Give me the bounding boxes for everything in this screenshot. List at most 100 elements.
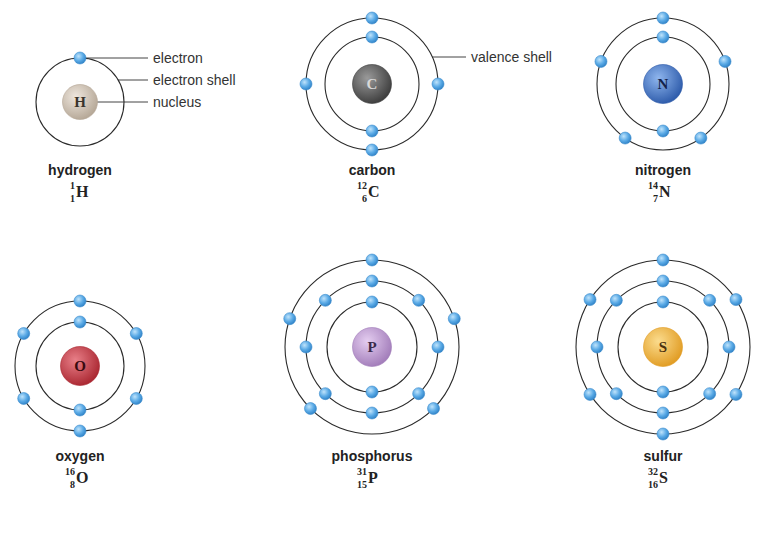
electron <box>591 341 603 353</box>
electron <box>366 386 378 398</box>
callout-label: electron <box>153 51 203 65</box>
electron <box>657 275 669 287</box>
element-symbol: C <box>352 64 392 104</box>
electron <box>695 132 707 144</box>
element-symbol: P <box>352 327 392 367</box>
electron-shell <box>597 281 729 413</box>
nucleus: N <box>643 64 683 104</box>
electron <box>366 144 378 156</box>
nucleus-circle <box>644 328 683 367</box>
nucleus-circle <box>353 328 392 367</box>
electron <box>704 294 716 306</box>
leader-line <box>96 102 148 103</box>
mass-number: 16 <box>65 467 75 477</box>
atom: Ccarbon <box>306 18 438 150</box>
isotope-symbol: P <box>368 470 378 486</box>
electron <box>704 388 716 400</box>
electron-shell <box>576 260 750 434</box>
mass-number: 12 <box>357 181 367 191</box>
element-name: oxygen <box>55 449 104 463</box>
electron <box>619 132 631 144</box>
electron <box>284 313 296 325</box>
electron-shell <box>306 281 438 413</box>
nucleus-circle <box>63 85 98 120</box>
nucleus: P <box>352 327 392 367</box>
electron <box>366 296 378 308</box>
callout-label: nucleus <box>153 95 201 109</box>
electron-shell <box>36 322 124 410</box>
electron <box>657 428 669 440</box>
electron <box>428 403 440 415</box>
atom: Nnitrogen <box>597 18 729 150</box>
callout-label: valence shell <box>471 50 552 64</box>
mass-number: 31 <box>357 467 367 477</box>
electron <box>657 125 669 137</box>
electron <box>657 12 669 24</box>
electron <box>300 341 312 353</box>
atomic-number: 15 <box>357 480 367 490</box>
electron <box>413 388 425 400</box>
element-name: phosphorus <box>332 449 413 463</box>
electron <box>366 407 378 419</box>
electron <box>657 254 669 266</box>
electron <box>610 294 622 306</box>
electron <box>366 12 378 24</box>
electron <box>730 294 742 306</box>
isotope-symbol: C <box>368 184 380 200</box>
electron <box>657 386 669 398</box>
isotope-symbol: S <box>659 470 668 486</box>
electron <box>366 125 378 137</box>
electron <box>719 55 731 67</box>
electron <box>432 78 444 90</box>
electron <box>319 388 331 400</box>
atomic-number: 16 <box>648 480 658 490</box>
electron <box>18 393 30 405</box>
electron-shell <box>36 58 124 146</box>
nucleus: O <box>60 346 100 386</box>
element-symbol: O <box>60 346 100 386</box>
electron <box>304 403 316 415</box>
atomic-number: 1 <box>70 194 75 204</box>
leader-line <box>118 80 148 81</box>
mass-number: 32 <box>648 467 658 477</box>
leader-line <box>84 58 148 59</box>
leader-line <box>432 57 466 58</box>
isotope-symbol: O <box>76 470 88 486</box>
electron-shell <box>597 18 729 150</box>
atom: Hhydrogen <box>36 58 124 146</box>
nucleus-circle <box>644 65 683 104</box>
mass-number: 14 <box>648 181 658 191</box>
electron <box>300 78 312 90</box>
nucleus-circle <box>353 65 392 104</box>
electron <box>74 425 86 437</box>
electron <box>432 341 444 353</box>
mass-number: 1 <box>70 181 75 191</box>
electron <box>74 295 86 307</box>
electron-shell <box>325 37 419 131</box>
electron-shell <box>327 302 417 392</box>
atomic-number: 7 <box>653 194 658 204</box>
nucleus: S <box>643 327 683 367</box>
electron <box>584 294 596 306</box>
element-name: carbon <box>349 163 396 177</box>
atom: Ssulfur <box>576 260 750 434</box>
electron-shell <box>15 301 145 431</box>
atomic-number: 8 <box>70 480 75 490</box>
electron-shell <box>306 18 438 150</box>
electron <box>610 388 622 400</box>
electron <box>366 275 378 287</box>
electron <box>319 294 331 306</box>
nucleus: C <box>352 64 392 104</box>
electron <box>657 407 669 419</box>
electron <box>366 254 378 266</box>
element-name: nitrogen <box>635 163 691 177</box>
callout-label: electron shell <box>153 73 236 87</box>
electron-shell <box>285 260 459 434</box>
electron <box>595 55 607 67</box>
electron <box>74 404 86 416</box>
electron <box>448 313 460 325</box>
electron <box>723 341 735 353</box>
atom: Pphosphorus <box>285 260 459 434</box>
electron <box>584 388 596 400</box>
